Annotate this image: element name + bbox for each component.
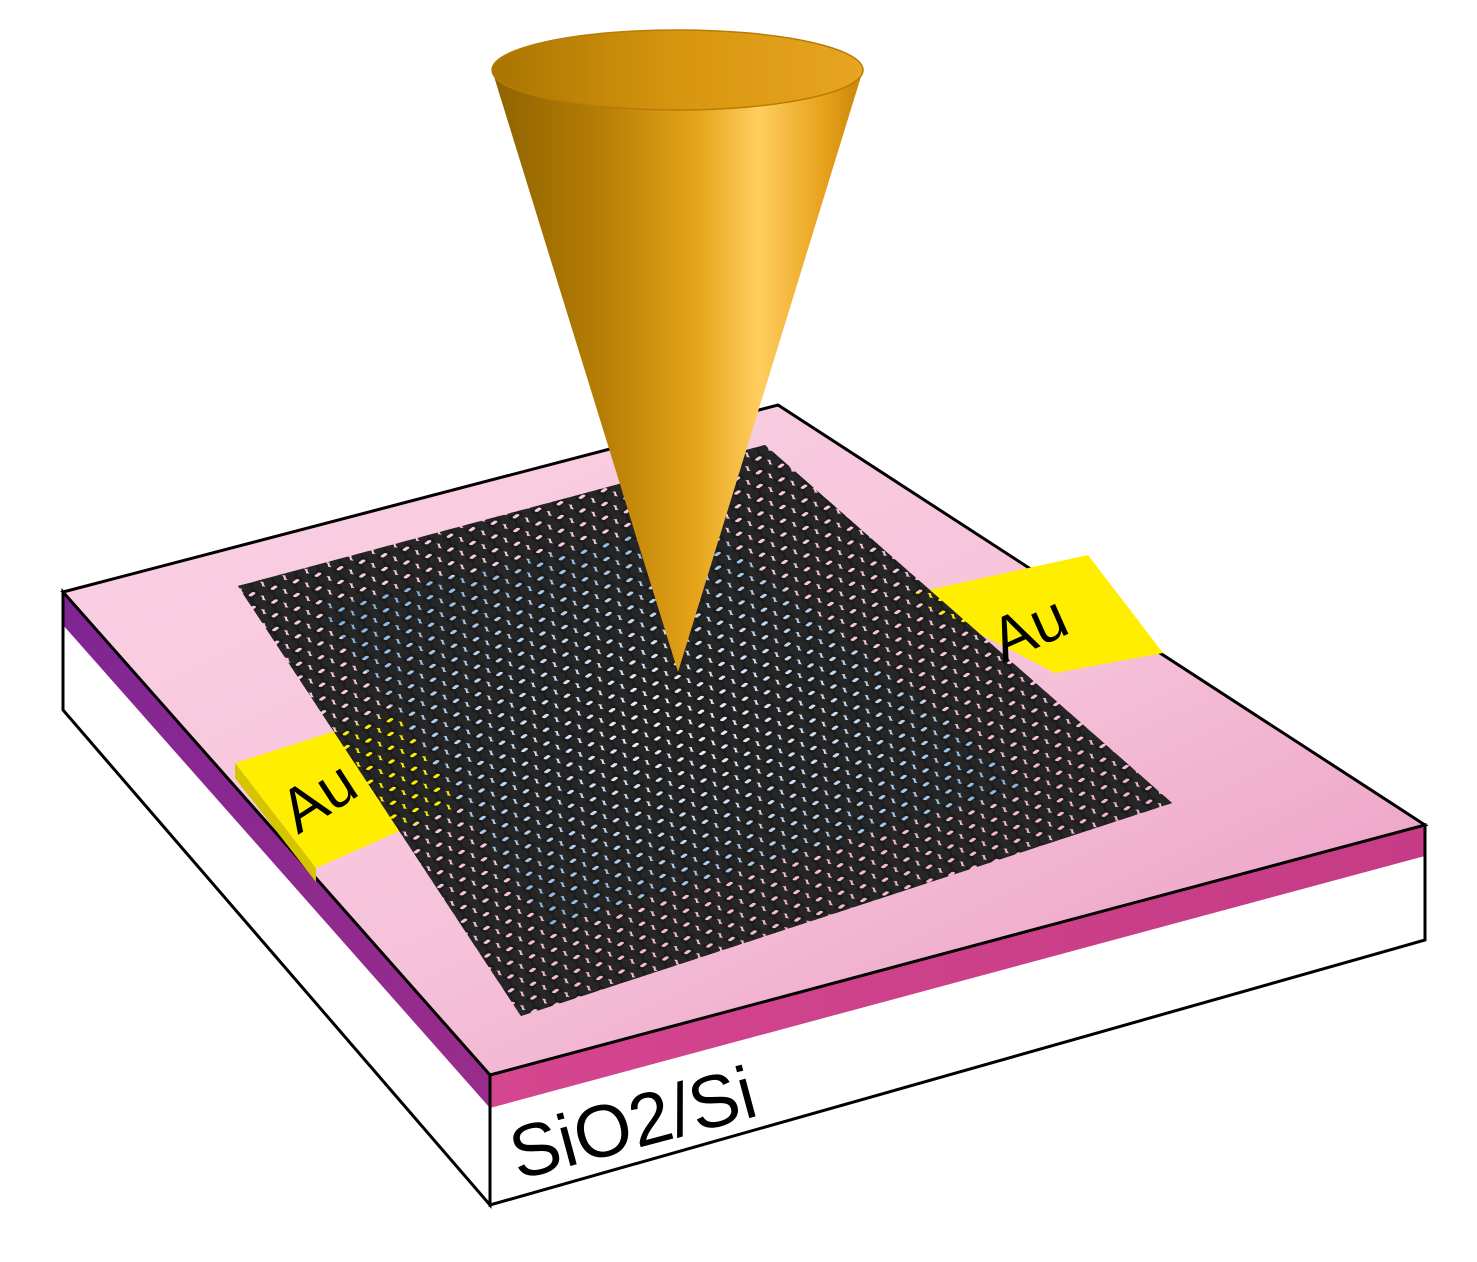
tip-cone-body	[492, 70, 863, 672]
electrode-right	[905, 555, 1163, 673]
oxide-front-strip	[490, 825, 1425, 1108]
tip-cone-top	[492, 30, 863, 110]
oxide-left-strip	[63, 592, 490, 1108]
electrode-left-shade	[235, 763, 316, 882]
conical-probe-tip-icon	[491, 29, 864, 672]
